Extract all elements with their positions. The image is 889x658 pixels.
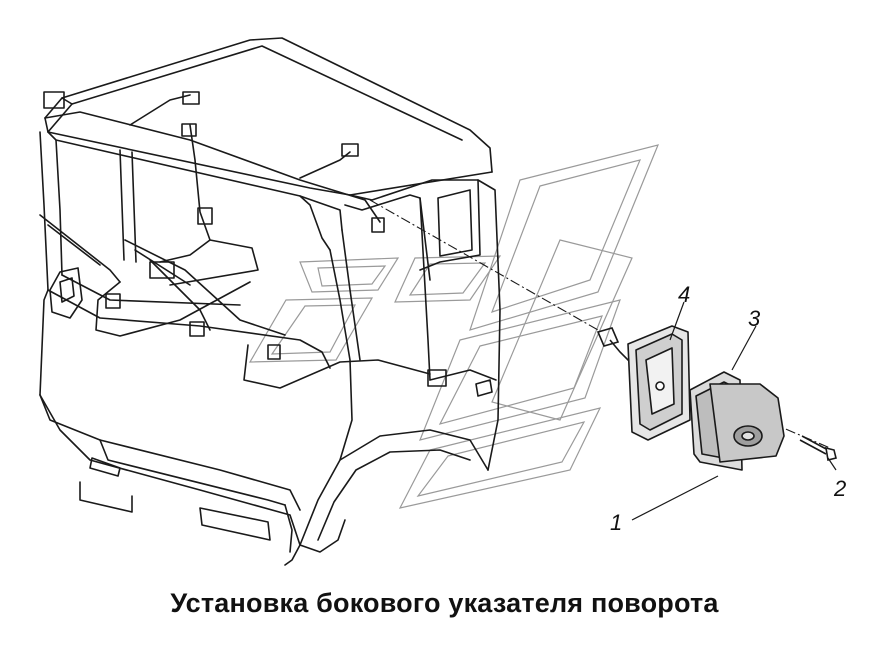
part-label-1: 1	[610, 510, 623, 535]
part-label-3: 3	[748, 306, 761, 331]
lamp-housing	[709, 383, 785, 463]
assembly-axis-line	[369, 199, 599, 331]
part-label-4: 4	[678, 282, 691, 307]
part-label-2: 2	[834, 476, 847, 501]
diagram-caption: Установка бокового указателя поворота	[170, 588, 719, 618]
bolt	[799, 435, 837, 461]
watermark-logo	[248, 144, 660, 509]
turn-signal-lamp	[627, 325, 691, 441]
truck-cab-drawing	[39, 37, 501, 566]
leader-lines	[631, 301, 837, 521]
